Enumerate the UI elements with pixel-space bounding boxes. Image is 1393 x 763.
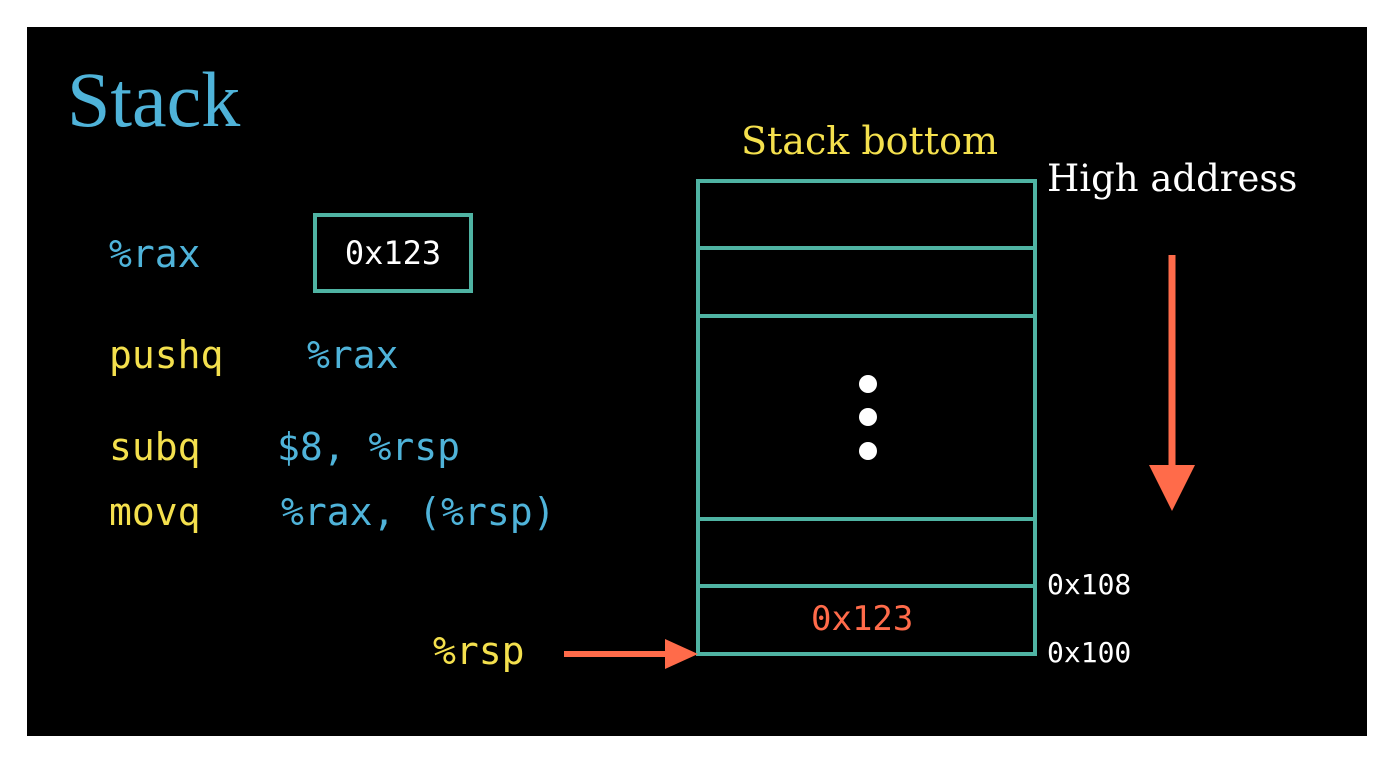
movq-operand: %rax, (%rsp) xyxy=(281,490,556,534)
movq-op: movq xyxy=(109,490,201,534)
ellipsis-dot xyxy=(859,442,877,460)
register-value-box: 0x123 xyxy=(313,213,473,293)
stack-bottom-label: Stack bottom xyxy=(741,119,999,163)
stack-top-value: 0x123 xyxy=(811,599,914,639)
stack-frame xyxy=(696,179,1037,656)
pushq-operand: %rax xyxy=(307,333,399,377)
ellipsis-dot xyxy=(859,408,877,426)
subq-op: subq xyxy=(109,425,201,469)
stack-diagram xyxy=(564,179,1195,669)
ellipsis-dot xyxy=(859,375,877,393)
slide: Stack %rax 0x123 pushq %rax subq $8, %rs… xyxy=(27,27,1367,736)
growth-arrow-icon xyxy=(1149,465,1195,511)
address-0x108: 0x108 xyxy=(1047,568,1132,601)
rsp-label: %rsp xyxy=(433,629,525,673)
register-name: %rax xyxy=(109,232,201,276)
high-address-label: High address xyxy=(1047,157,1298,200)
subq-operand: $8, %rsp xyxy=(277,425,461,469)
rsp-arrow-icon xyxy=(665,639,698,669)
page-title: Stack xyxy=(67,56,241,143)
pushq-op: pushq xyxy=(109,333,224,377)
register-value: 0x123 xyxy=(344,234,442,272)
address-0x100: 0x100 xyxy=(1047,636,1132,669)
